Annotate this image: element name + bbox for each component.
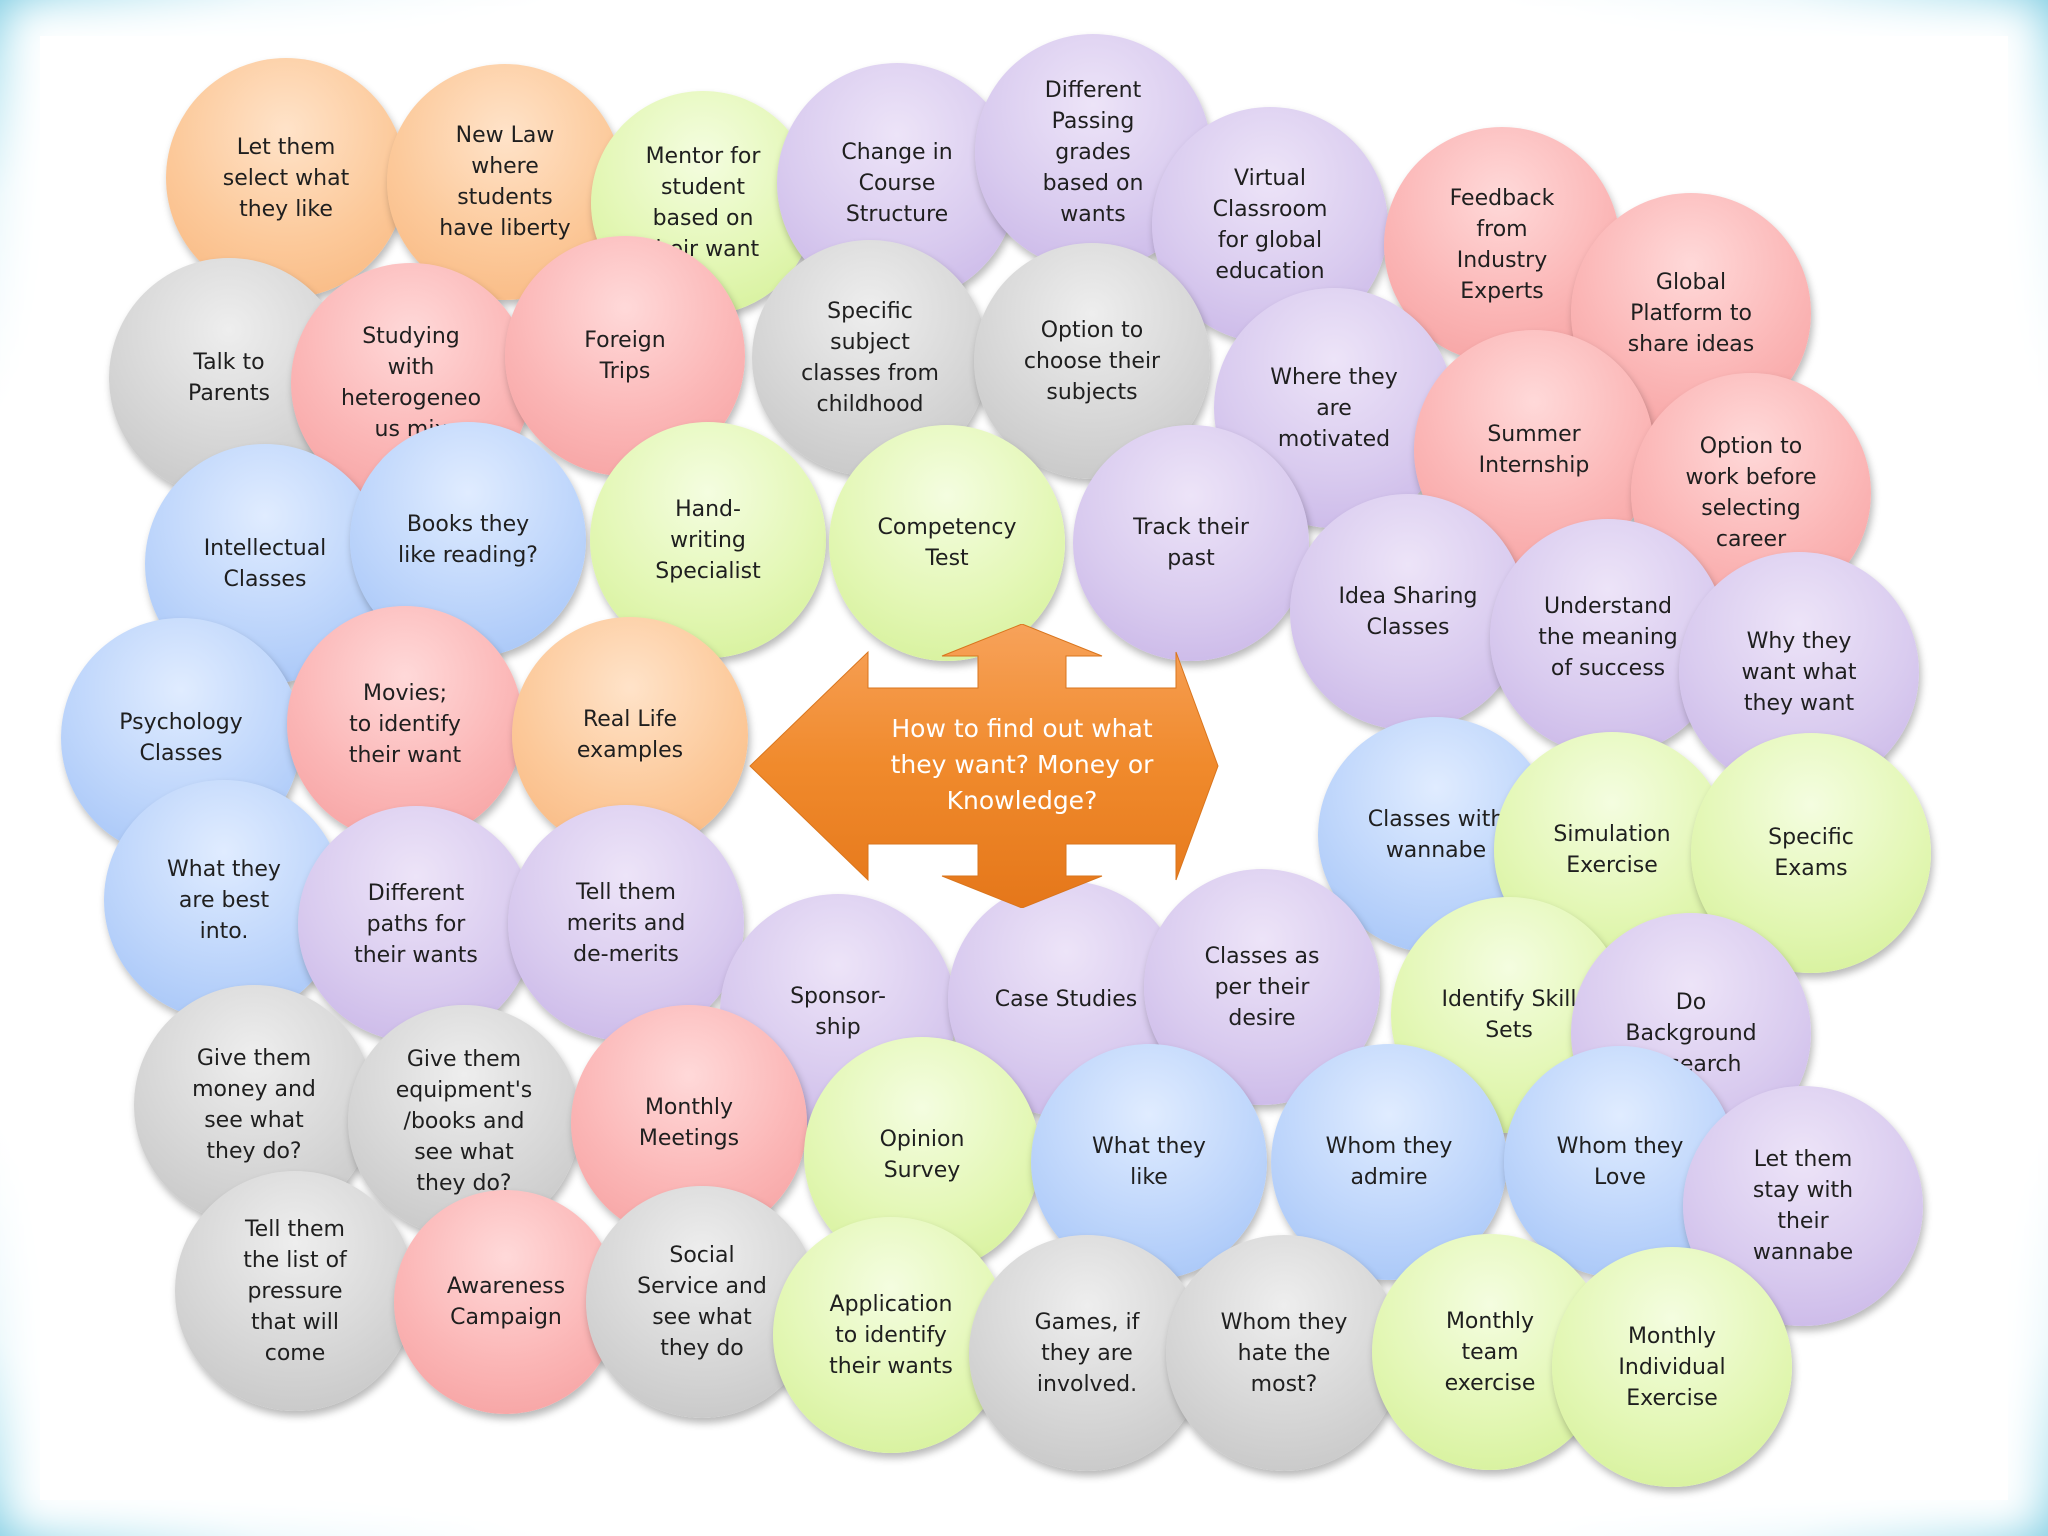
bubble-label: Summer Internship bbox=[1478, 422, 1590, 478]
bubble-label: Let them select what they like bbox=[222, 134, 350, 222]
bubble-label: Awareness Campaign bbox=[446, 1274, 566, 1330]
bubble-label: Talk to Parents bbox=[188, 350, 270, 406]
bubble-merits: Tell them merits and de-merits bbox=[508, 805, 744, 1041]
bubble-label: Movies; to identify their want bbox=[348, 680, 462, 768]
bubble-stay-wannabe: Let them stay with their wannabe bbox=[1683, 1086, 1923, 1326]
bubble-label: Virtual Classroom for global education bbox=[1212, 166, 1328, 284]
bubble-label: Idea Sharing Classes bbox=[1338, 584, 1478, 640]
bubble-label: Mentor for student based on their want bbox=[645, 144, 761, 262]
bubble-label: Global Platform to share ideas bbox=[1627, 269, 1755, 357]
bubble-label: Whom they admire bbox=[1325, 1134, 1453, 1190]
bubble-label: Real Life examples bbox=[576, 707, 684, 763]
bubble-label: Social Service and see what they do bbox=[637, 1243, 767, 1361]
bubble-label: Let them stay with their wannabe bbox=[1752, 1147, 1854, 1265]
bubble-games: Games, if they are involved. bbox=[969, 1235, 1205, 1471]
bubble-label: Studying with heterogeneo us mix bbox=[340, 324, 482, 442]
bubble-label: Competency Test bbox=[877, 515, 1017, 571]
bubble-label: Whom they Love bbox=[1556, 1134, 1684, 1190]
bubble-label: Monthly Individual Exercise bbox=[1618, 1323, 1726, 1411]
bubble-let-them-select: Let them select what they like bbox=[166, 58, 406, 298]
bubble-label: Specific Exams bbox=[1768, 825, 1854, 881]
bubble-label: Books they like reading? bbox=[398, 512, 538, 568]
bubble-label: Specific subject classes from childhood bbox=[801, 299, 939, 417]
bubble-label: Identify Skill Sets bbox=[1441, 987, 1577, 1043]
bubble-label: Different paths for their wants bbox=[354, 880, 478, 968]
bubble-label: Where they are motivated bbox=[1270, 364, 1398, 452]
bubble-label: Why they want what they want bbox=[1741, 628, 1857, 716]
bubble-label: Monthly Meetings bbox=[638, 1095, 740, 1151]
bubble-label: Track their past bbox=[1133, 515, 1249, 571]
center-four-way-arrow bbox=[749, 624, 1219, 908]
bubble-label: Hand- writing Specialist bbox=[655, 496, 761, 584]
center-question: How to find out what they want? Money or… bbox=[890, 714, 1154, 815]
bubble-label: Intellectual Classes bbox=[203, 536, 327, 592]
bubble-awareness: Awareness Campaign bbox=[394, 1190, 618, 1414]
bubble-label: Give them money and see what they do? bbox=[192, 1046, 316, 1164]
bubble-label: Case Studies bbox=[994, 986, 1138, 1012]
bubble-label: Sponsor- ship bbox=[790, 984, 886, 1040]
bubble-monthly-individual: Monthly Individual Exercise bbox=[1552, 1247, 1792, 1487]
bubble-label: Psychology Classes bbox=[119, 710, 243, 766]
bubble-label: Classes with wannabe bbox=[1367, 807, 1505, 863]
bubble-label: Games, if they are involved. bbox=[1034, 1309, 1140, 1397]
bubble-label: Give them equipment's /books and see wha… bbox=[395, 1046, 533, 1196]
bubble-label: What they like bbox=[1092, 1134, 1206, 1190]
bubble-movies: Movies; to identify their want bbox=[287, 606, 523, 842]
bubble-competency-test: Competency Test bbox=[829, 425, 1065, 661]
bubble-label: Tell them merits and de-merits bbox=[566, 879, 686, 967]
bubble-label: Understand the meaning of success bbox=[1538, 593, 1678, 681]
bubble-whom-hate: Whom they hate the most? bbox=[1166, 1235, 1402, 1471]
bubble-different-paths: Different paths for their wants bbox=[298, 806, 534, 1042]
bubble-label: Option to choose their subjects bbox=[1023, 317, 1161, 405]
bubble-label: Simulation Exercise bbox=[1553, 822, 1671, 878]
bubble-label: Whom they hate the most? bbox=[1220, 1309, 1348, 1397]
bubble-label: What they are best into. bbox=[167, 856, 281, 944]
bubble-label: New Law where students have liberty bbox=[439, 123, 571, 241]
bubble-label: Feedback from Industry Experts bbox=[1449, 186, 1555, 304]
bubble-label: Tell them the list of pressure that will… bbox=[243, 1216, 347, 1366]
bubble-label: Change in Course Structure bbox=[841, 139, 953, 227]
bubble-label: Foreign Trips bbox=[584, 328, 666, 384]
bubble-idea-sharing: Idea Sharing Classes bbox=[1290, 494, 1526, 730]
bubble-new-law: New Law where students have liberty bbox=[387, 64, 623, 300]
bubble-track-past: Track their past bbox=[1073, 425, 1309, 661]
bubble-label: Different Passing grades based on wants bbox=[1042, 77, 1144, 227]
bubble-pressure: Tell them the list of pressure that will… bbox=[175, 1171, 415, 1411]
bubble-label: Monthly team exercise bbox=[1444, 1308, 1536, 1396]
bubble-label: Opinion Survey bbox=[879, 1127, 965, 1183]
bubble-label: Classes as per their desire bbox=[1204, 943, 1320, 1031]
bubble-label: Option to work before selecting career bbox=[1685, 434, 1817, 552]
bubble-label: Application to identify their wants bbox=[829, 1291, 953, 1379]
bubble-different-passing: Different Passing grades based on wants bbox=[975, 34, 1211, 270]
